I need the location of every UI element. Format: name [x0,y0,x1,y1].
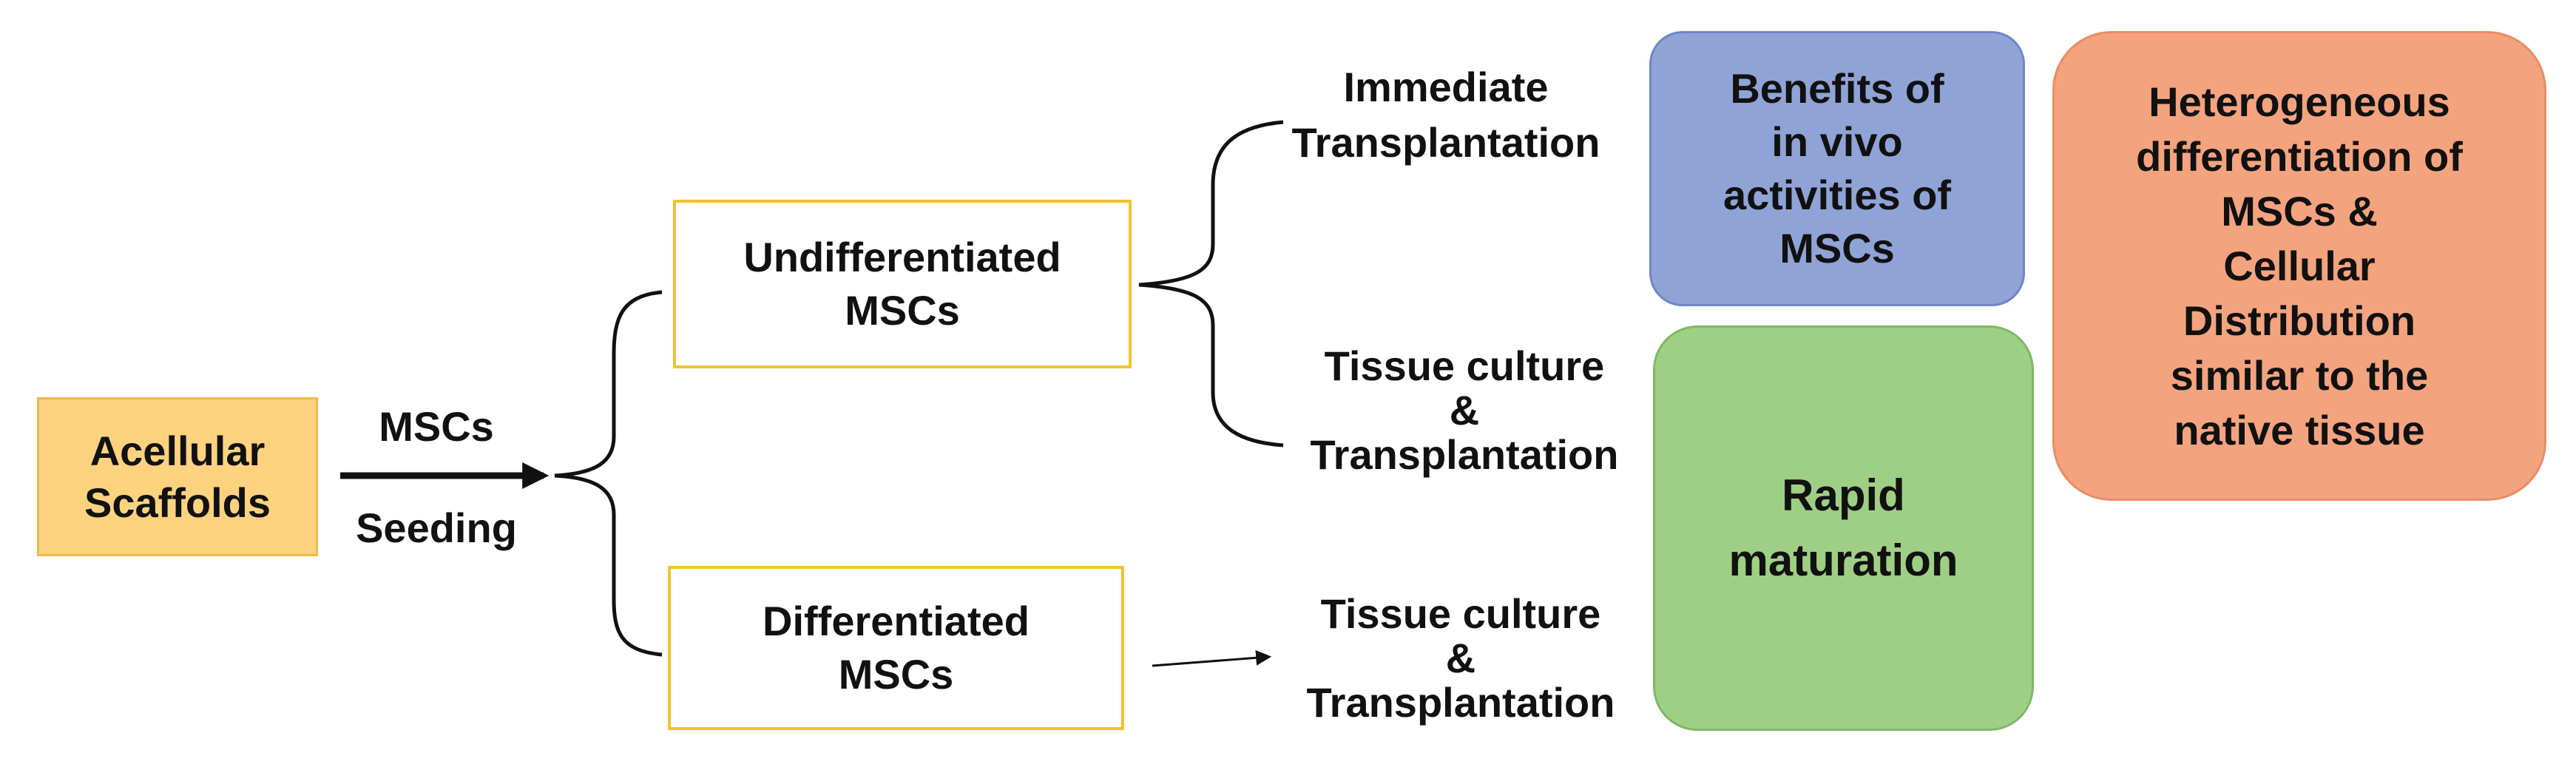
acellular-scaffolds-box: Acellular Scaffolds [37,397,318,556]
benefits-label: Benefits of in vivo activities of MSCs [1723,65,1952,271]
mscs-edge-label: MSCs [379,403,494,450]
left-brace [554,290,663,657]
undifferentiated-mscs-box: Undifferentiated MSCs [673,200,1132,368]
tissue-culture-transplantation-label-1: Tissue culture & Transplantation [1310,342,1619,478]
rapid-maturation-label: Rapid maturation [1728,470,1958,585]
rapid-maturation-box: Rapid maturation [1653,325,2034,731]
differentiated-mscs-label: Differentiated MSCs [763,598,1030,698]
differentiated-mscs-box: Differentiated MSCs [668,566,1124,730]
heterogeneous-differentiation-label: Heterogeneous differentiation of MSCs & … [2136,78,2463,453]
seeding-edge-label: Seeding [356,504,517,551]
benefits-box: Benefits of in vivo activities of MSCs [1649,31,2025,306]
heterogeneous-differentiation-box: Heterogeneous differentiation of MSCs & … [2052,31,2546,501]
right-brace [1138,120,1284,448]
acellular-scaffolds-label: Acellular Scaffolds [84,427,271,526]
immediate-transplantation-label: Immediate Transplantation [1291,64,1600,166]
undifferentiated-mscs-label: Undifferentiated MSCs [743,234,1061,334]
differentiated-arrow [1152,649,1272,667]
tissue-culture-transplantation-label-2: Tissue culture & Transplantation [1306,590,1615,726]
